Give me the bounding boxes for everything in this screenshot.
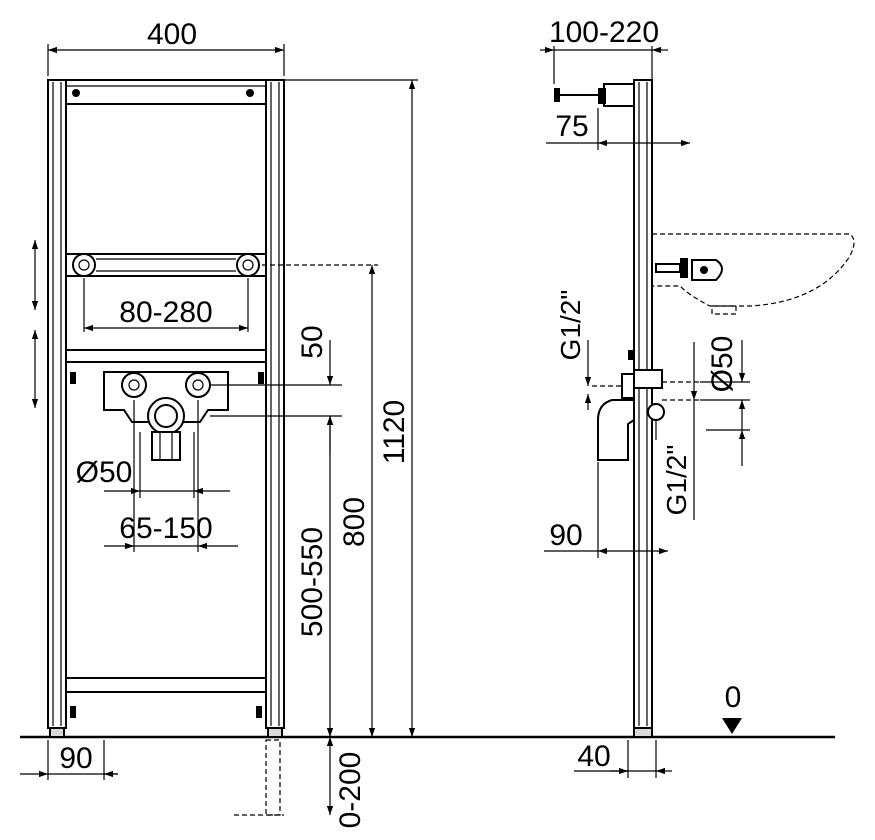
top-rail [65,79,267,105]
right-post [265,79,285,729]
bracket-depth-label: 100-220 [549,16,659,49]
floor-level-label: 0 [725,681,742,714]
basin-tap [655,258,723,281]
left-post [47,79,67,729]
basin-outline [652,233,855,307]
middle-rail [65,349,267,363]
thread-label-upper: G1/2" [555,290,586,361]
bracket-offset-label: 75 [555,110,588,143]
side-post [633,79,653,729]
left-foot [49,727,65,738]
side-view: 100-220 75 G1/2" Ø50 G1/2" 90 [540,16,855,778]
foot-width-label: 90 [59,742,92,775]
floor-level-marker [722,718,742,734]
valve-spacing-label: 80-280 [119,296,212,329]
valve-rail [65,253,267,295]
valve-height-label: 800 [338,497,371,547]
side-foot-label: 40 [577,740,610,773]
waste-spacing-label: 65-150 [119,512,212,545]
waste-trap [597,399,635,461]
waste-diameter-label: Ø50 [76,456,133,489]
right-foot [267,727,283,738]
waste-depth-label: 90 [549,519,582,552]
front-view: 400 80-280 Ø50 65-150 50 500-550 8 [20,18,418,828]
side-pipe-diameter-label: Ø50 [706,336,739,393]
width-dimension-label: 400 [147,18,197,51]
thread-label-lower: G1/2" [661,445,692,516]
foot-extension [265,739,281,816]
wall-bracket [554,83,635,107]
connection-plate [103,371,229,461]
waste-height-label: 500-550 [296,527,329,637]
bottom-rail [65,677,267,693]
connection-offset-label: 50 [296,325,329,358]
frame-height-label: 1120 [378,400,411,465]
foot-adjust-label: 0-200 [334,752,367,829]
